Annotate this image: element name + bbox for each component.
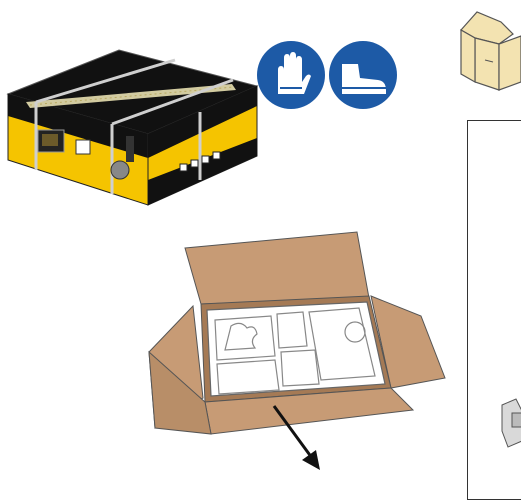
pull-arrow-icon (268, 400, 328, 472)
safety-boot-icon (328, 40, 398, 110)
shipping-box (0, 40, 262, 210)
detail-panel (467, 120, 521, 500)
shipping-box-drawing (0, 40, 262, 210)
panel-part-drawing (468, 121, 521, 501)
small-open-box-icon (455, 8, 521, 94)
gloves-icon (256, 40, 326, 110)
